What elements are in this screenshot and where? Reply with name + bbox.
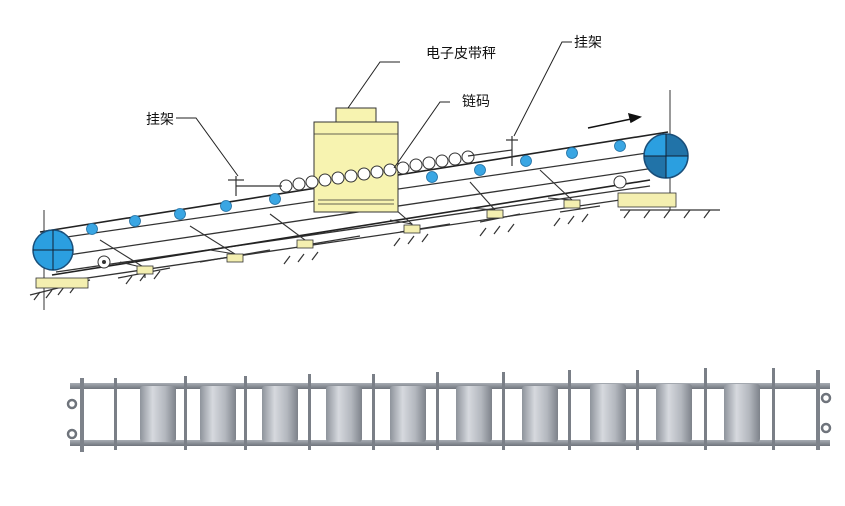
chain-weight bbox=[396, 161, 410, 175]
end-bar-left bbox=[80, 378, 84, 452]
roller bbox=[326, 386, 362, 442]
direction-arrow bbox=[587, 112, 642, 129]
label-hanger-left: 挂架 bbox=[146, 112, 174, 128]
chain-weight bbox=[305, 175, 319, 189]
idler-roller bbox=[129, 215, 141, 227]
chain-weight bbox=[383, 163, 397, 177]
roller bbox=[724, 384, 760, 442]
roller bbox=[200, 386, 236, 442]
rail-top bbox=[70, 383, 830, 389]
tail-base bbox=[35, 277, 89, 289]
roller bbox=[140, 386, 176, 442]
roller bbox=[390, 386, 426, 442]
belt-scale-schematic: 电子皮带秤 链码 挂架 挂架 bbox=[29, 35, 720, 310]
idler-roller bbox=[520, 155, 532, 167]
roller bbox=[590, 384, 626, 442]
end-bar-right bbox=[816, 370, 820, 450]
chain-weight bbox=[318, 173, 332, 187]
chain-weights bbox=[279, 150, 475, 193]
leader-lines bbox=[176, 41, 572, 177]
label-hanger-right: 挂架 bbox=[574, 35, 602, 51]
chain-weight bbox=[461, 150, 475, 164]
label-chain-weight: 链码 bbox=[462, 94, 490, 110]
roller bbox=[656, 384, 692, 442]
chain-weight bbox=[448, 152, 462, 166]
label-belt-scale: 电子皮带秤 bbox=[426, 46, 496, 62]
roller bbox=[456, 386, 492, 442]
idler-roller bbox=[269, 193, 281, 205]
idler-roller bbox=[566, 147, 578, 159]
head-base bbox=[617, 192, 677, 208]
support-feet bbox=[136, 199, 581, 275]
head-pulley bbox=[613, 133, 689, 189]
idler-roller bbox=[426, 171, 438, 183]
idler-roller bbox=[220, 200, 232, 212]
end-eyelets bbox=[66, 392, 832, 440]
chain-weight bbox=[409, 158, 423, 172]
idler-roller bbox=[474, 164, 486, 176]
chain-weight bbox=[292, 177, 306, 191]
chain-weight bbox=[357, 167, 371, 181]
chain-weight bbox=[422, 156, 436, 170]
chain-weight bbox=[370, 165, 384, 179]
chain-weight bbox=[344, 169, 358, 183]
hanger-left bbox=[228, 176, 282, 196]
belt-scale-box bbox=[313, 107, 399, 213]
chain-weight bbox=[331, 171, 345, 185]
roller bbox=[262, 386, 298, 442]
roller bbox=[522, 386, 558, 442]
idler-roller bbox=[86, 223, 98, 235]
idler-roller bbox=[174, 208, 186, 220]
chain-weight bbox=[435, 154, 449, 168]
rail-bottom bbox=[70, 440, 830, 446]
tail-pulley bbox=[32, 229, 111, 271]
chain-rollers bbox=[114, 368, 775, 450]
idler-roller bbox=[614, 140, 626, 152]
chain-weight-photo bbox=[66, 368, 832, 452]
hanger-right bbox=[467, 136, 518, 166]
